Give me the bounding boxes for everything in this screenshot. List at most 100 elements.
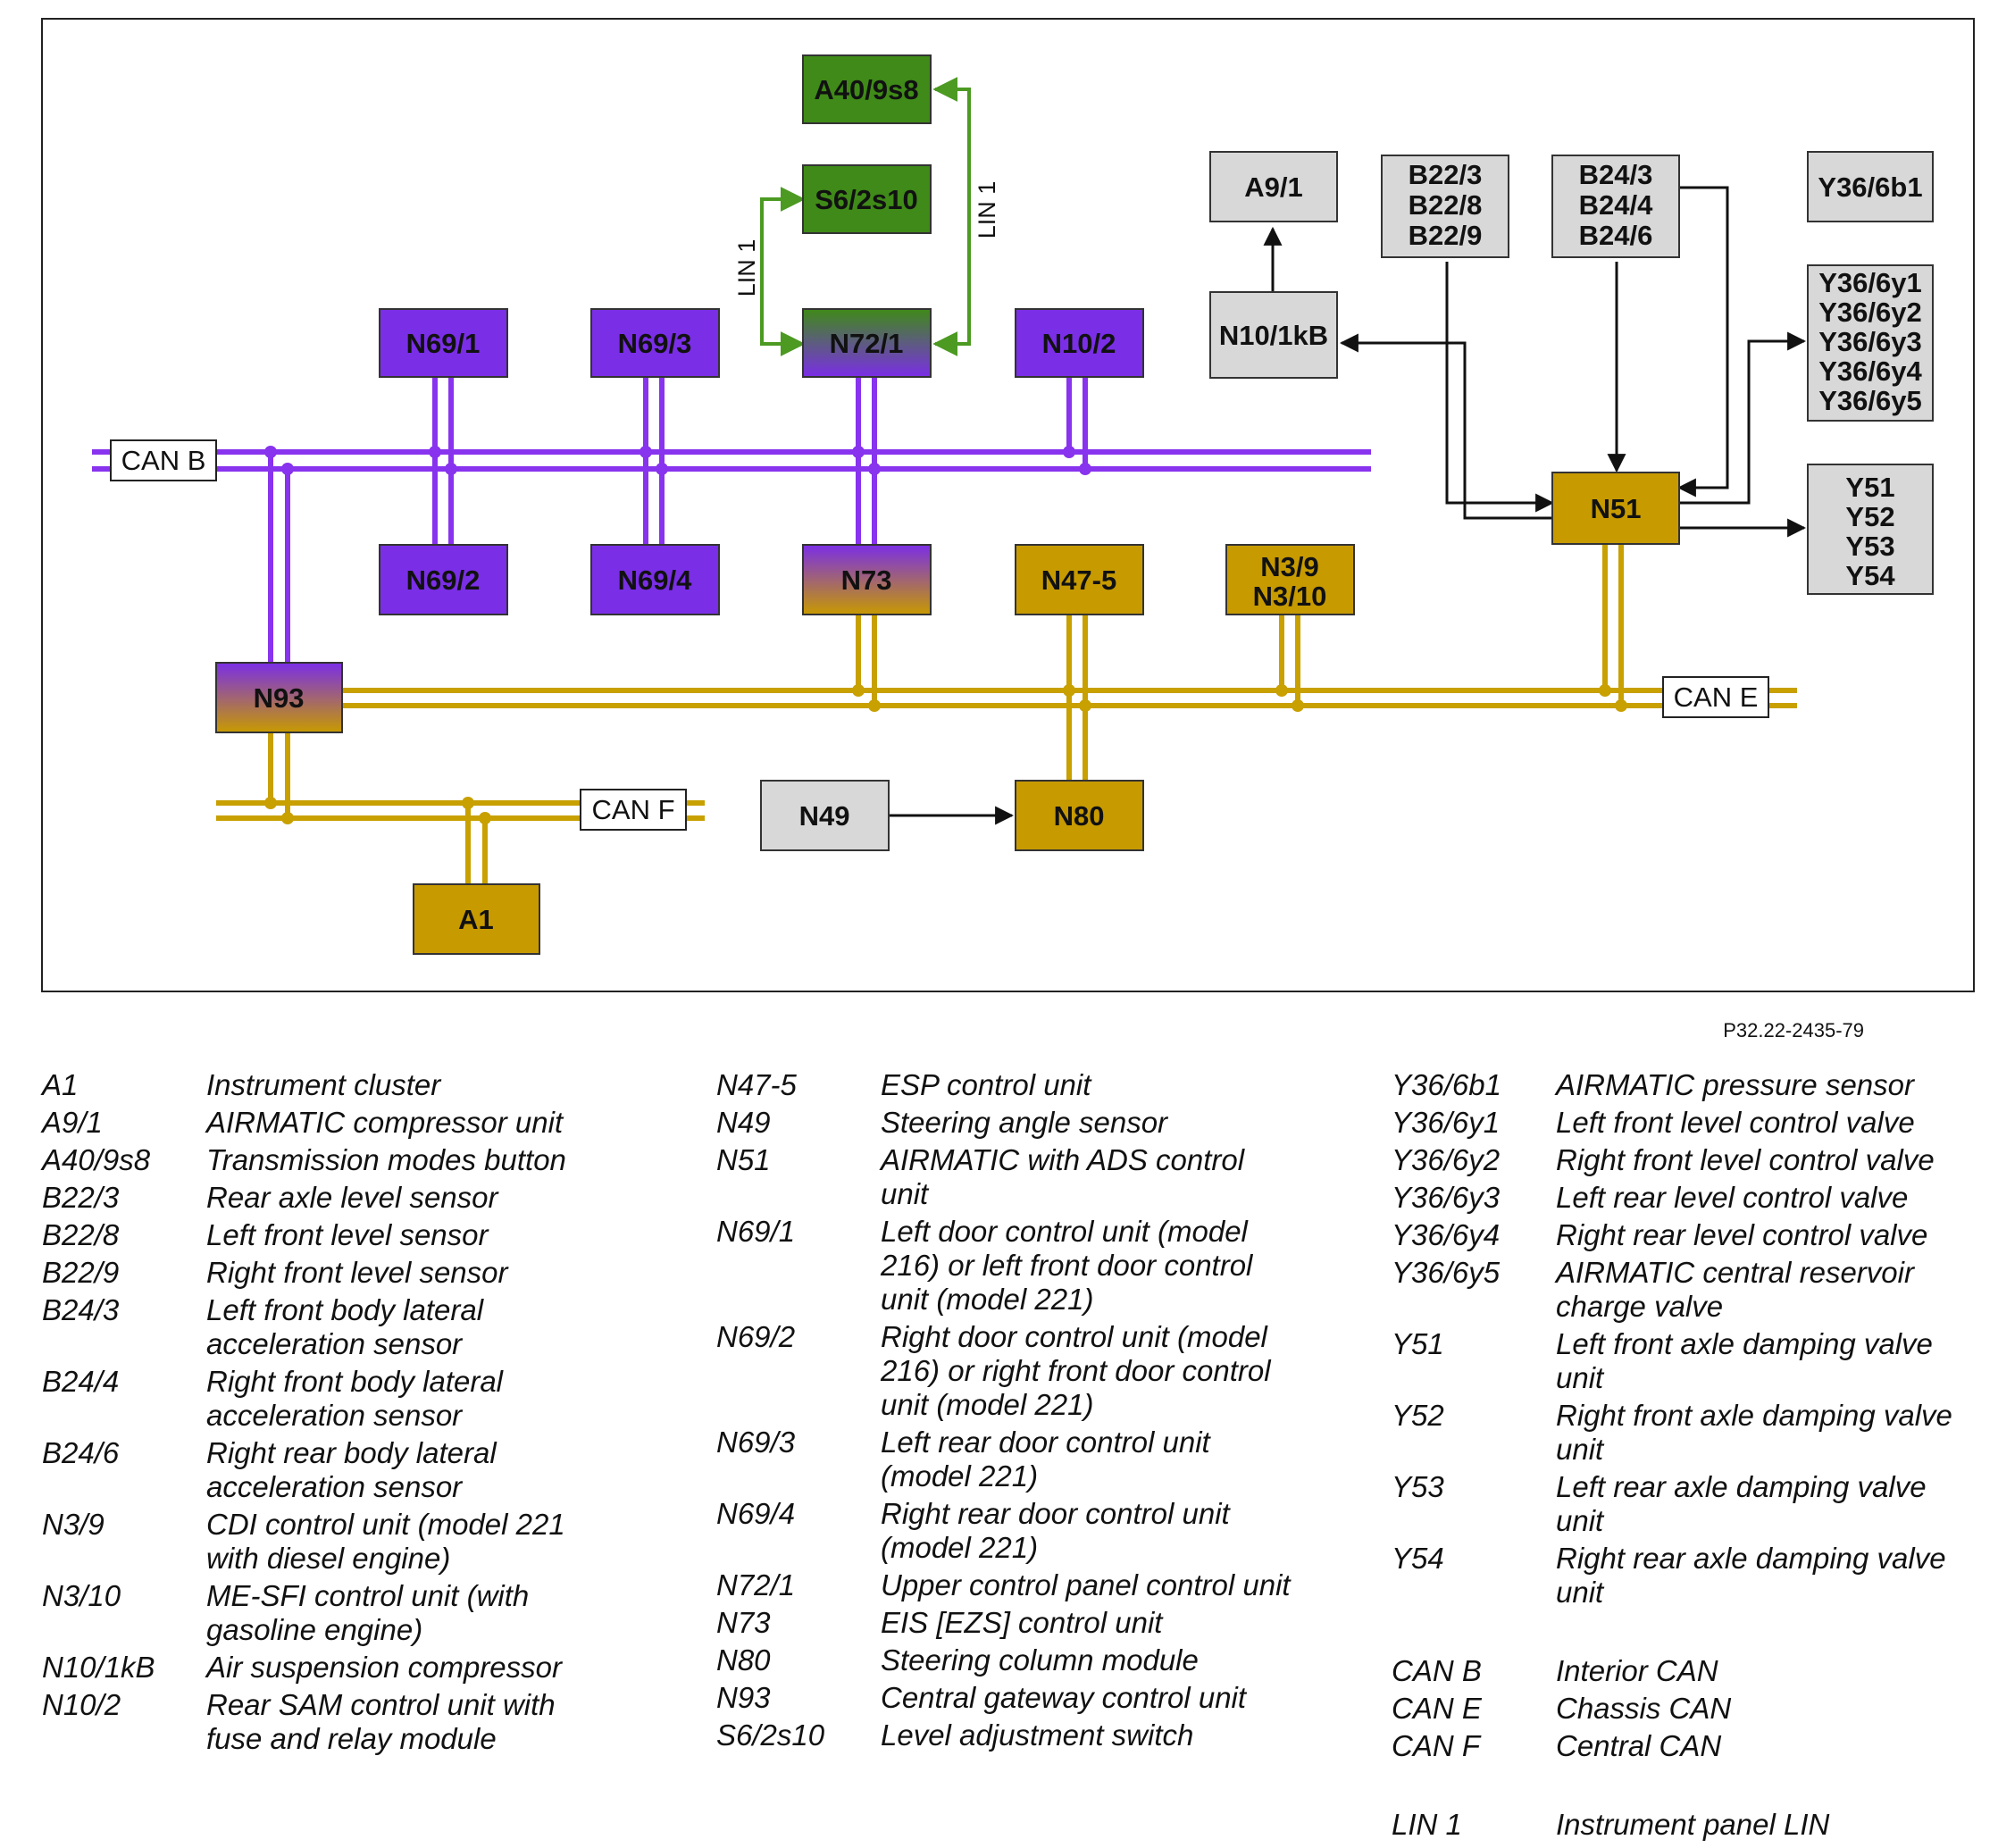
label-n3-10: N3/10 xyxy=(1253,581,1327,612)
legend-description-line: unit (model 221) xyxy=(881,1283,1094,1316)
box-n69-1: N69/1 xyxy=(379,308,508,378)
legend-description-line: charge valve xyxy=(1556,1290,1724,1323)
legend-description-line: Left rear level control valve xyxy=(1556,1181,1909,1214)
box-n80: N80 xyxy=(1015,780,1144,851)
box-n10-1kb: N10/1kB xyxy=(1209,291,1338,379)
label-y36-6y2: Y36/6y2 xyxy=(1818,297,1922,328)
box-n3-9-n3-10: N3/9 N3/10 xyxy=(1225,544,1355,615)
box-a9-1: A9/1 xyxy=(1209,151,1338,222)
legend-description-line: Left rear axle damping valve xyxy=(1556,1470,1927,1503)
legend-description: Right rear level control valve xyxy=(1556,1218,1927,1252)
legend-description-line: Right rear door control unit xyxy=(881,1497,1230,1530)
lin-1-links xyxy=(760,77,971,356)
legend-description: Upper control panel control unit xyxy=(881,1568,1291,1602)
legend-code: N47-5 xyxy=(716,1068,797,1101)
legend-description: Steering column module xyxy=(881,1643,1199,1677)
legend-code: N80 xyxy=(716,1643,771,1677)
legend-description-line: ME-SFI control unit (with xyxy=(206,1579,530,1612)
label-n69-1: N69/1 xyxy=(406,328,481,359)
legend-description-line: Right rear axle damping valve xyxy=(1556,1542,1946,1575)
legend-description-line: unit xyxy=(1556,1504,1604,1537)
legend-code: B22/8 xyxy=(42,1218,120,1251)
legend-description-line: ESP control unit xyxy=(881,1068,1091,1101)
label-n47-5: N47-5 xyxy=(1041,564,1116,596)
legend-code: CAN F xyxy=(1392,1729,1480,1762)
legend-entry xyxy=(1392,1767,1952,1804)
legend-code: N69/3 xyxy=(716,1426,796,1459)
can-b-tag: CAN B xyxy=(121,445,206,476)
legend-description-line: Central gateway control unit xyxy=(881,1681,1247,1714)
box-b22: B22/3 B22/8 B22/9 xyxy=(1381,155,1509,258)
label-n93: N93 xyxy=(254,682,305,714)
box-n47-5: N47-5 xyxy=(1015,544,1144,615)
legend-description-line: (model 221) xyxy=(881,1531,1039,1564)
legend-description-line: Right front axle damping valve xyxy=(1556,1399,1952,1432)
label-n10-1kb: N10/1kB xyxy=(1219,320,1328,351)
legend-description-line: acceleration sensor xyxy=(206,1327,463,1360)
legend-description: Interior CAN xyxy=(1556,1654,1718,1688)
legend-description-line: EIS [EZS] control unit xyxy=(881,1606,1163,1639)
legend-code: N10/2 xyxy=(42,1688,121,1721)
legend-code: N3/10 xyxy=(42,1579,121,1612)
legend-entry: N80 Steering column module xyxy=(716,1643,1291,1677)
legend-code: A1 xyxy=(42,1068,79,1101)
legend-description-line: acceleration sensor xyxy=(206,1470,463,1503)
legend-description-line: Left front body lateral xyxy=(206,1293,484,1326)
legend-description-line: Right door control unit (model xyxy=(881,1320,1267,1353)
label-b24-6: B24/6 xyxy=(1579,220,1653,251)
box-y36-6b1: Y36/6b1 xyxy=(1807,151,1934,222)
label-n69-4: N69/4 xyxy=(618,564,692,596)
figure-code: P32.22-2435-79 xyxy=(1723,1019,1864,1041)
box-n69-2: N69/2 xyxy=(379,544,508,615)
box-n10-2: N10/2 xyxy=(1015,308,1144,378)
legend-description-line: Left front axle damping valve xyxy=(1556,1327,1933,1360)
label-y52: Y52 xyxy=(1845,501,1894,532)
box-n72-1: N72/1 xyxy=(802,308,932,378)
label-n73: N73 xyxy=(841,564,892,596)
legend-description-line: Level adjustment switch xyxy=(881,1718,1194,1752)
legend-description: Instrument cluster xyxy=(206,1068,440,1102)
legend-code: B24/3 xyxy=(42,1293,120,1326)
legend-description-line: gasoline engine) xyxy=(206,1613,423,1646)
can-e-f-junctions xyxy=(264,684,1627,824)
diagram-frame xyxy=(41,18,1975,992)
box-n51: N51 xyxy=(1551,472,1680,545)
box-n69-4: N69/4 xyxy=(590,544,720,615)
legend-description-line: Central CAN xyxy=(1556,1729,1722,1762)
legend-description: Right front level control valve xyxy=(1556,1143,1935,1177)
legend-code: Y51 xyxy=(1392,1327,1444,1360)
legend-code: N49 xyxy=(716,1106,771,1139)
legend-description-line: AIRMATIC central reservoir xyxy=(1556,1256,1914,1289)
legend-description: Level adjustment switch xyxy=(881,1718,1193,1752)
legend-description-line: Right rear level control valve xyxy=(1556,1218,1928,1251)
box-n73: N73 xyxy=(802,544,932,615)
legend-code: N51 xyxy=(716,1143,771,1176)
label-b22-9: B22/9 xyxy=(1409,220,1483,251)
legend-description-line: 216) or right front door control xyxy=(881,1354,1271,1387)
legend-code: Y36/6y4 xyxy=(1392,1218,1501,1251)
legend-code: A9/1 xyxy=(42,1106,103,1139)
can-b-bus xyxy=(92,377,1371,663)
signal-arrows xyxy=(889,186,1807,825)
legend-description: ESP control unit xyxy=(881,1068,1091,1102)
legend-description-line: with diesel engine) xyxy=(206,1542,451,1575)
can-f-tag-box xyxy=(580,789,687,831)
can-e-tag-box xyxy=(1662,676,1769,718)
